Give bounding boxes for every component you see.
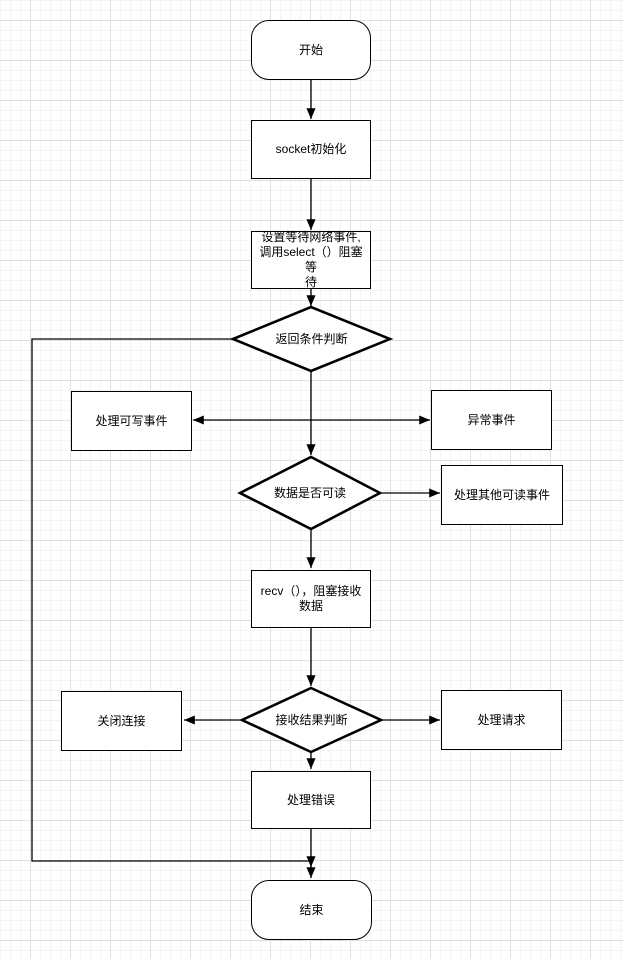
node-socket-init[interactable]: socket初始化 xyxy=(251,120,371,179)
node-setup-select[interactable]: 设置等待网络事件, 调用select（）阻塞等 待 xyxy=(251,230,371,289)
node-other-readable[interactable]: 处理其他可读事件 xyxy=(441,465,563,525)
node-end[interactable]: 结束 xyxy=(251,880,372,940)
decision-return-condition-shape[interactable] xyxy=(229,305,394,373)
decision-recv-result-shape[interactable] xyxy=(238,686,385,754)
node-handle-request[interactable]: 处理请求 xyxy=(441,690,562,750)
node-handle-error[interactable]: 处理错误 xyxy=(251,771,371,829)
decision-data-readable-shape[interactable] xyxy=(237,455,383,531)
node-exception[interactable]: 异常事件 xyxy=(431,390,552,450)
node-writable[interactable]: 处理可写事件 xyxy=(71,391,192,451)
edge-return-condition-feedback-to-end[interactable] xyxy=(31,338,316,878)
node-recv[interactable]: recv（），阻塞接收 数据 xyxy=(251,570,371,628)
node-close-conn[interactable]: 关闭连接 xyxy=(61,691,182,751)
node-start[interactable]: 开始 xyxy=(251,20,371,80)
